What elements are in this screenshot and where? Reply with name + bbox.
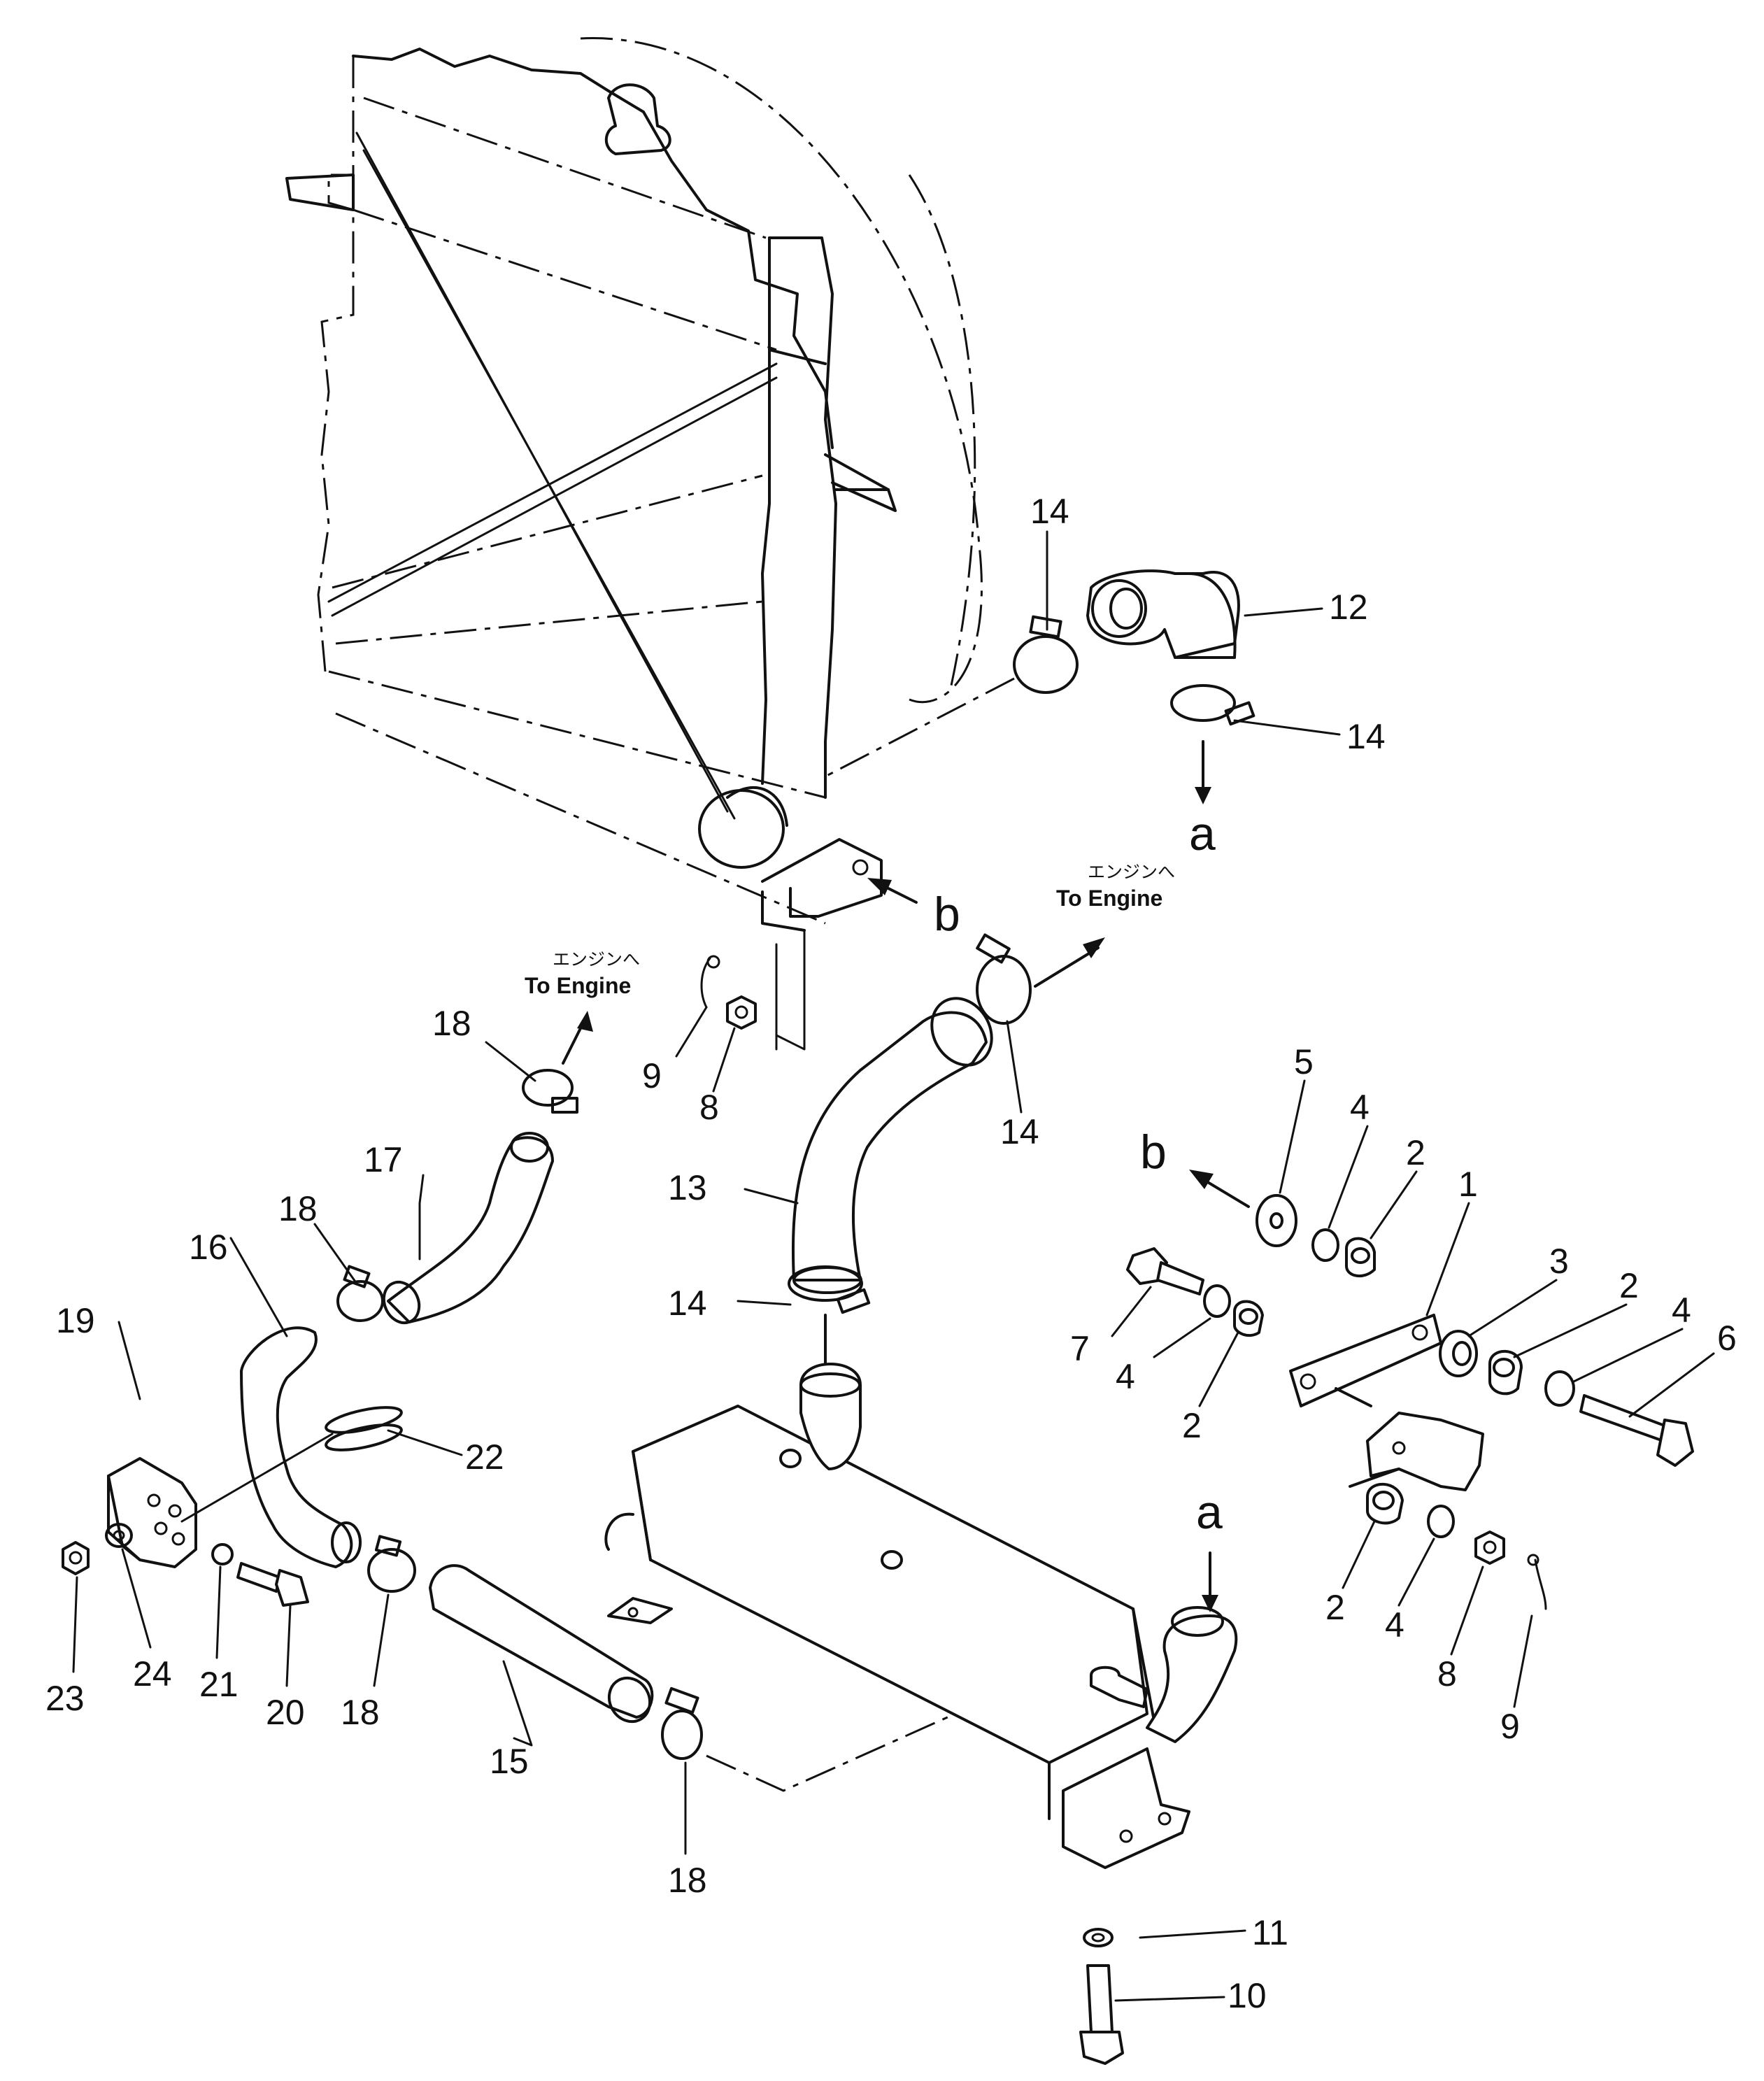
- label-22: 22: [465, 1437, 504, 1477]
- bolt-10: [1079, 1964, 1124, 2065]
- label-18-lower-left: 18: [341, 1693, 380, 1732]
- washer-5: [1256, 1194, 1297, 1247]
- label-4-top: 4: [1350, 1088, 1370, 1127]
- hose-clamp-14-c: [976, 933, 1105, 1025]
- ref-b-upper: b: [934, 888, 960, 941]
- nut-23: [62, 1541, 90, 1575]
- plate-1: [1289, 1314, 1442, 1407]
- label-3: 3: [1549, 1242, 1569, 1281]
- bushing-2-d: [1366, 1482, 1404, 1525]
- hose-clamp-14-a: [1013, 615, 1079, 694]
- label-14-mid: 14: [1000, 1112, 1039, 1151]
- hose-16: [240, 1326, 362, 1568]
- label-4-bottom: 4: [1385, 1605, 1404, 1645]
- label-2-right: 2: [1619, 1266, 1639, 1305]
- bushing-2-a: [1345, 1237, 1376, 1277]
- label-9-lower: 9: [1500, 1707, 1520, 1746]
- label-14-right: 14: [1346, 717, 1386, 756]
- ref-a-upper: a: [1189, 807, 1216, 860]
- nut-8-a: [726, 995, 757, 1030]
- label-19: 19: [56, 1301, 95, 1340]
- hose-clamp-14-b: [1170, 684, 1256, 726]
- hose-clamp-18-a: [522, 1069, 578, 1114]
- cotter-pin-9-b: [1527, 1554, 1547, 1610]
- hose-17: [382, 1132, 554, 1325]
- label-9-upper: 9: [642, 1056, 662, 1095]
- washer-4-a: [1311, 1228, 1339, 1262]
- label-6: 6: [1717, 1319, 1737, 1358]
- label-18-left: 18: [278, 1189, 318, 1228]
- bracket-19: [107, 1457, 197, 1568]
- nut-8-b: [1474, 1530, 1505, 1565]
- label-15: 15: [490, 1742, 529, 1781]
- label-11: 11: [1252, 1913, 1288, 1952]
- bushing-3: [1439, 1330, 1478, 1377]
- label-8-upper: 8: [699, 1088, 719, 1127]
- label-2-left: 2: [1182, 1406, 1202, 1445]
- label-8-lower: 8: [1437, 1654, 1457, 1693]
- label-18-bottom: 18: [668, 1861, 707, 1900]
- part-number-labels: 14 12 14 18 9 8 14 13 14 17 18 16 19 22 …: [45, 492, 1737, 2015]
- hose-clamp-18-b: [336, 1265, 384, 1322]
- label-13: 13: [668, 1168, 707, 1207]
- bolt-7: [1126, 1247, 1204, 1295]
- hose-clamp-18-c: [367, 1535, 416, 1593]
- washer-24: [105, 1523, 133, 1548]
- bushing-2-c: [1233, 1300, 1264, 1337]
- label-24: 24: [133, 1654, 172, 1693]
- label-2-top: 2: [1406, 1133, 1425, 1172]
- to-engine-en-right: To Engine: [1056, 886, 1162, 911]
- oil-cooler: [604, 1363, 1238, 1869]
- label-17: 17: [364, 1140, 403, 1179]
- label-2-bottom: 2: [1325, 1588, 1345, 1627]
- label-12: 12: [1329, 588, 1368, 627]
- label-21: 21: [199, 1665, 239, 1704]
- label-7: 7: [1070, 1329, 1090, 1368]
- to-engine-en-left: To Engine: [525, 973, 631, 998]
- washer-4-b: [1544, 1370, 1575, 1407]
- elbow-hose-12: [1086, 569, 1240, 659]
- to-engine-jp-left: エンジンへ: [553, 949, 640, 970]
- ref-b-arrow-upper: [867, 878, 918, 904]
- label-23: 23: [45, 1679, 85, 1718]
- label-4-left: 4: [1116, 1357, 1135, 1396]
- bushing-2-b: [1488, 1349, 1523, 1395]
- ref-a-lower: a: [1196, 1486, 1223, 1539]
- cotter-pin-9-a: [700, 955, 720, 1009]
- label-4-right: 4: [1672, 1291, 1691, 1330]
- clip-22: [325, 1406, 403, 1451]
- to-engine-jp-right: エンジンへ: [1088, 862, 1175, 882]
- washer-21: [211, 1543, 234, 1565]
- bolt-20: [236, 1562, 309, 1607]
- hose-13: [791, 997, 993, 1294]
- label-14-lower: 14: [668, 1284, 707, 1323]
- pipe-15: [429, 1564, 654, 1724]
- label-16: 16: [189, 1228, 228, 1267]
- washer-11: [1083, 1928, 1114, 1947]
- bolt-6: [1579, 1394, 1694, 1467]
- label-1: 1: [1458, 1165, 1478, 1204]
- label-20: 20: [266, 1693, 305, 1732]
- mount-bracket: [1335, 1387, 1484, 1491]
- ref-b-lower: b: [1140, 1125, 1167, 1179]
- label-18-upper: 18: [432, 1004, 471, 1043]
- washer-4-d: [1427, 1505, 1455, 1538]
- washer-4-c: [1203, 1284, 1231, 1318]
- leader-lines: [72, 530, 1715, 2002]
- label-5: 5: [1294, 1042, 1314, 1081]
- label-14-top: 14: [1030, 492, 1069, 531]
- radiator-assembly: [285, 37, 983, 1051]
- label-10: 10: [1228, 1976, 1267, 2015]
